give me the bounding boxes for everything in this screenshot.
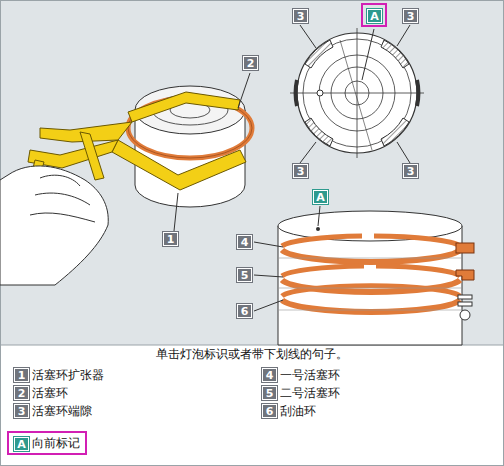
callout-number: 3	[293, 9, 308, 23]
label-holder: 4	[262, 368, 277, 382]
key-text: 活塞环	[32, 386, 68, 401]
caption: 单击灯泡标识或者带下划线的句子。	[0, 347, 504, 362]
label-holder: 3	[14, 404, 29, 418]
caption-holder: 单击灯泡标识或者带下划线的句子。	[0, 347, 504, 362]
label-holder: 1	[14, 368, 29, 382]
key-text: 刮油环	[280, 404, 316, 419]
label-holder: 向前标记	[32, 436, 80, 451]
label-holder: 2	[243, 56, 258, 70]
label-holder: 活塞环	[32, 386, 68, 401]
highlight-box	[362, 4, 386, 26]
label-holder: 5	[237, 268, 252, 282]
callout-number: 2	[243, 56, 258, 70]
callout-number: 4	[262, 368, 277, 382]
label-holder: A	[14, 437, 29, 451]
label-holder: 6	[237, 304, 252, 318]
label-holder: 6	[262, 404, 277, 418]
background-panel	[0, 0, 504, 345]
label-holder: 二号活塞环	[280, 386, 340, 401]
ring-gap-view	[290, 28, 424, 158]
label-holder: 3	[403, 9, 418, 23]
callout-number: 6	[262, 404, 277, 418]
label-holder: 3	[403, 164, 418, 178]
callout-number: 6	[237, 304, 252, 318]
key-text: 二号活塞环	[280, 386, 340, 401]
ring-expander-illustration	[0, 86, 252, 285]
piston-illustration	[278, 211, 474, 345]
label-holder: 5	[262, 386, 277, 400]
label-holder: A	[367, 9, 382, 23]
label-holder: 活塞环扩张器	[32, 368, 104, 383]
callout-number: 3	[403, 9, 418, 23]
key-text: 活塞环扩张器	[32, 368, 104, 383]
callout-number: 3	[14, 404, 29, 418]
callout-number: 5	[237, 268, 252, 282]
key-text: 一号活塞环	[280, 368, 340, 383]
callout-letter: A	[313, 190, 328, 204]
label-holder: 3	[293, 9, 308, 23]
label-holder: 活塞环端隙	[32, 404, 92, 419]
callout-number: 5	[262, 386, 277, 400]
callout-letter: A	[14, 437, 29, 451]
highlight-box	[8, 432, 86, 454]
callout-number: 2	[14, 386, 29, 400]
callout-number: 4	[237, 235, 252, 249]
leader-lines	[174, 25, 410, 311]
label-holder: A	[313, 190, 328, 204]
label-holder: 1	[163, 232, 178, 246]
key-text: 向前标记	[32, 436, 80, 451]
callout-number: 1	[14, 368, 29, 382]
label-holder: 2	[14, 386, 29, 400]
label-holder: 3	[293, 164, 308, 178]
callout-letter: A	[367, 9, 382, 23]
label-holder: 一号活塞环	[280, 368, 340, 383]
callout-number: 3	[403, 164, 418, 178]
callout-number: 3	[293, 164, 308, 178]
key-text: 活塞环端隙	[32, 404, 92, 419]
label-holder: 4	[237, 235, 252, 249]
label-holder: 刮油环	[280, 404, 316, 419]
callout-number: 1	[163, 232, 178, 246]
